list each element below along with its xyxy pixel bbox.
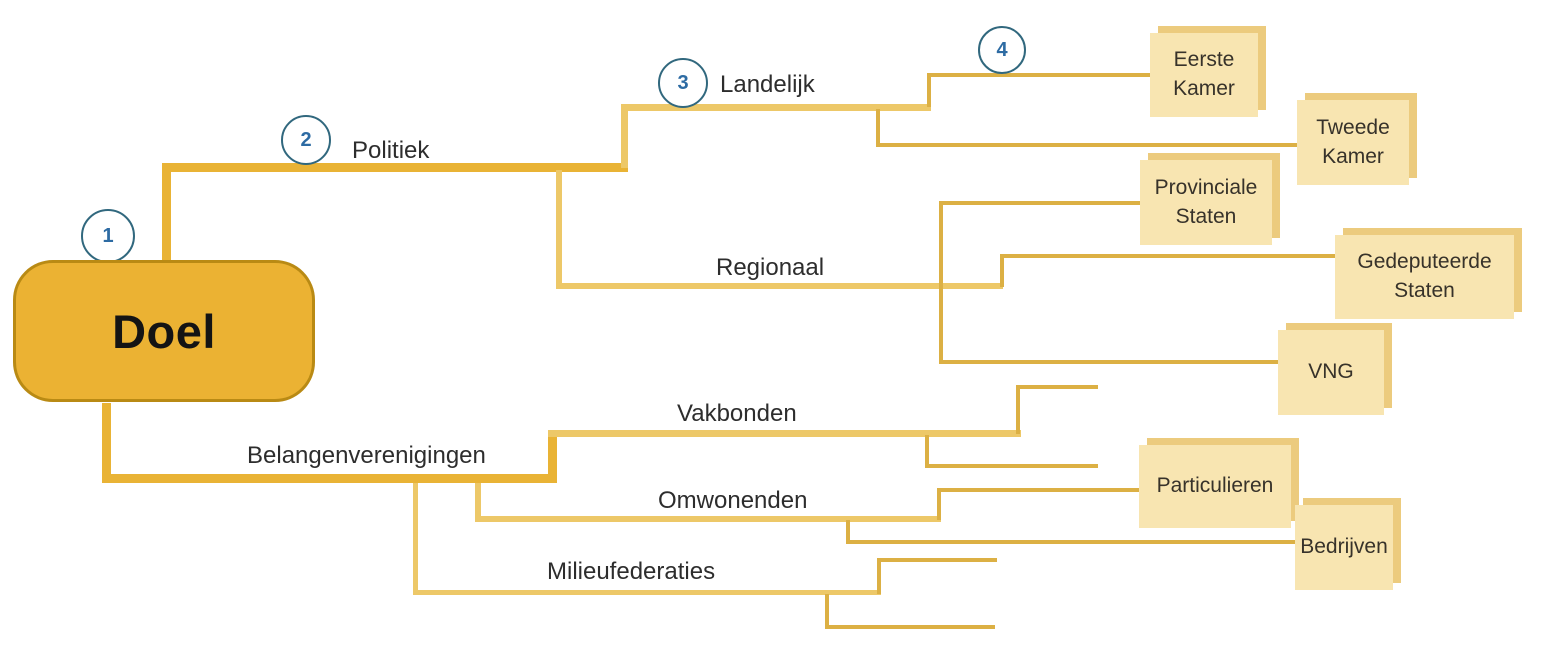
root-node-doel[interactable]: Doel: [13, 260, 315, 402]
node-box-bedrijven[interactable]: Bedrijven: [1295, 505, 1393, 590]
connector-segment: [556, 283, 1003, 289]
node-box-gedeputeerde-staten[interactable]: Gedeputeerde Staten: [1335, 235, 1514, 319]
connector-segment: [876, 143, 1300, 147]
branch-label-landelijk[interactable]: Landelijk: [720, 71, 815, 98]
connector-segment: [937, 488, 1142, 492]
node-box-particulieren[interactable]: Particulieren: [1139, 445, 1291, 528]
node-box-label: Eerste Kamer: [1173, 48, 1235, 100]
number-marker-3[interactable]: 3: [658, 58, 708, 108]
connector-segment: [925, 464, 1098, 468]
connector-segment: [1016, 385, 1098, 389]
root-node-label: Doel: [112, 304, 216, 358]
connector-segment: [846, 520, 850, 544]
node-box-label: Bedrijven: [1300, 535, 1388, 559]
branch-label-politiek[interactable]: Politiek: [352, 137, 430, 164]
marker-number: 3: [677, 72, 689, 94]
connector-segment: [162, 163, 628, 172]
number-marker-1[interactable]: 1: [81, 209, 135, 263]
number-marker-4[interactable]: 4: [978, 26, 1026, 74]
connector-segment: [939, 360, 1281, 364]
branch-label-omwonenden[interactable]: Omwonenden: [658, 487, 808, 514]
connector-segment: [413, 590, 881, 595]
connector-segment: [927, 73, 931, 107]
connector-segment: [876, 109, 880, 145]
connector-segment: [548, 430, 1021, 437]
connector-segment: [846, 540, 1298, 544]
connector-segment: [475, 483, 481, 520]
connector-segment: [877, 558, 881, 594]
connector-segment: [621, 104, 931, 111]
node-box-label: Tweede Kamer: [1316, 115, 1390, 168]
branch-label-vakbonden[interactable]: Vakbonden: [677, 400, 797, 427]
node-box-label: Particulieren: [1156, 474, 1274, 498]
branch-label-milieufederaties[interactable]: Milieufederaties: [547, 558, 716, 585]
connector-segment: [548, 430, 557, 483]
node-box-vng[interactable]: VNG: [1278, 330, 1384, 415]
node-box-label: VNG: [1308, 360, 1354, 384]
marker-number: 4: [996, 39, 1008, 61]
node-box-label: Gedeputeerde Staten: [1357, 250, 1492, 302]
connector-segment: [102, 474, 557, 483]
connector-segment: [939, 201, 943, 364]
number-marker-2[interactable]: 2: [281, 115, 331, 165]
connector-segment: [621, 104, 628, 168]
connector-segment: [1016, 385, 1020, 434]
connector-segment: [162, 163, 171, 262]
connector-segment: [825, 594, 829, 629]
node-box-provinciale-staten[interactable]: Provinciale Staten: [1140, 160, 1272, 245]
connector-segment: [1000, 254, 1338, 258]
node-box-tweede-kamer[interactable]: Tweede Kamer: [1297, 100, 1409, 185]
connector-segment: [939, 201, 1143, 205]
connector-segment: [925, 435, 929, 468]
marker-number: 1: [102, 225, 114, 247]
branch-label-regionaal[interactable]: Regionaal: [716, 254, 825, 281]
connector-segment: [475, 516, 941, 522]
connector-segment: [556, 170, 562, 287]
node-box-eerste-kamer[interactable]: Eerste Kamer: [1150, 33, 1258, 117]
node-box-label: Provinciale Staten: [1154, 175, 1258, 228]
connector-segment: [1000, 254, 1004, 287]
connector-segment: [102, 403, 111, 483]
connector-segment: [927, 73, 1153, 77]
branch-label-belangenverenigingen[interactable]: Belangenverenigingen: [247, 442, 486, 469]
connector-segment: [877, 558, 997, 562]
connector-segment: [937, 488, 941, 520]
connector-segment: [825, 625, 995, 629]
connector-segment: [413, 483, 418, 595]
marker-number: 2: [300, 129, 312, 151]
